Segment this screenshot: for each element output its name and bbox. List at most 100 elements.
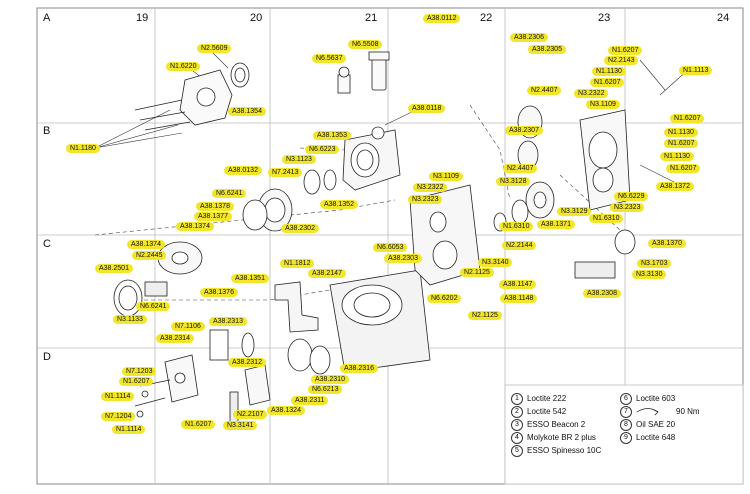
part-label: N2.1125 — [460, 268, 494, 277]
part-label: A38.1370 — [648, 239, 686, 248]
part-label: N3.1123 — [282, 155, 316, 164]
part-label: N1.6207 — [608, 46, 643, 55]
part-label: N1.1113 — [679, 66, 713, 75]
part-label: N1.6310 — [589, 214, 624, 223]
part-label: A38.1147 — [499, 280, 537, 289]
part-label: N6.6229 — [614, 192, 649, 201]
flange-assembly — [134, 62, 250, 131]
part-label: A38.1351 — [231, 274, 269, 283]
lower-assembly — [134, 329, 331, 423]
part-label: N1.6207 — [181, 420, 216, 429]
part-label: A38.2311 — [291, 396, 329, 405]
part-label: A38.2147 — [308, 269, 346, 278]
frame-border — [36, 7, 744, 485]
part-label: N3.3130 — [632, 270, 667, 279]
valve-body — [303, 126, 401, 195]
part-label: N6.6213 — [308, 385, 343, 394]
row-label-d: D — [43, 351, 51, 363]
part-label: N3.2322 — [574, 89, 609, 98]
part-label: A38.2302 — [281, 224, 319, 233]
part-label: A38.1354 — [228, 107, 266, 116]
part-label: N3.3128 — [496, 177, 531, 186]
part-label: N2.1125 — [468, 311, 502, 320]
part-label: N1.1130 — [660, 152, 694, 161]
part-label: N1.1130 — [592, 67, 626, 76]
part-label: A38.2307 — [505, 126, 543, 135]
part-label: N3.1703 — [637, 259, 672, 268]
row-label-c: C — [43, 238, 51, 250]
part-label: N1.1114 — [101, 392, 135, 401]
part-label: A38.0132 — [224, 166, 262, 175]
part-label: N1.6207 — [119, 377, 154, 386]
part-label: A38.1371 — [537, 220, 575, 229]
part-label: A38.1353 — [313, 131, 351, 140]
part-label: A38.1376 — [200, 288, 238, 297]
pump-housing — [329, 184, 481, 373]
col-label-20: 20 — [250, 12, 263, 24]
col-label-22: 22 — [480, 12, 493, 24]
part-label: A38.0118 — [408, 104, 446, 113]
part-label: A38.0112 — [423, 14, 461, 23]
part-label: N6.6241 — [212, 189, 247, 198]
part-label: N3.3140 — [478, 258, 513, 267]
part-label: N1.1180 — [66, 144, 100, 153]
col-label-19: 19 — [136, 12, 149, 24]
part-label: A38.1377 — [194, 212, 232, 221]
part-label: N1.6207 — [590, 78, 625, 87]
part-label: N7.2413 — [268, 168, 303, 177]
part-label: N1.6207 — [670, 114, 705, 123]
part-label: A38.2316 — [340, 364, 378, 373]
part-label: N6.6241 — [136, 302, 171, 311]
part-label: A38.2312 — [228, 358, 266, 367]
part-label: N1.6207 — [664, 139, 699, 148]
row-label-b: B — [43, 125, 51, 137]
part-label: A38.2314 — [156, 334, 194, 343]
part-label: N1.1130 — [664, 128, 698, 137]
part-label: N6.6223 — [305, 145, 340, 154]
part-label: N7.1204 — [101, 412, 136, 421]
part-label: N7.1106 — [171, 322, 205, 331]
part-label: N3.1109 — [586, 100, 620, 109]
part-label: N1.6220 — [166, 62, 201, 71]
part-label: A38.2308 — [583, 289, 621, 298]
part-label: N3.1109 — [429, 172, 463, 181]
part-label: A38.2305 — [528, 45, 566, 54]
part-label: N3.2322 — [413, 183, 448, 192]
bracket — [274, 281, 319, 333]
part-label: N2.4407 — [503, 164, 538, 173]
col-label-21: 21 — [365, 12, 378, 24]
part-label: A38.2313 — [209, 317, 247, 326]
part-label: A38.2501 — [95, 264, 133, 273]
part-label: A38.1378 — [196, 202, 234, 211]
part-label: A38.1374 — [176, 222, 214, 231]
gear-pump-left — [113, 188, 293, 317]
part-label: A38.2306 — [510, 33, 548, 42]
part-label: N3.2323 — [408, 195, 443, 204]
part-label: N2.2144 — [502, 241, 537, 250]
part-label: N2.2107 — [233, 410, 268, 419]
part-label: N1.1114 — [112, 425, 146, 434]
part-label: A38.1352 — [320, 200, 358, 209]
part-label: N3.1133 — [113, 315, 147, 324]
col-label-23: 23 — [598, 12, 611, 24]
part-label: A38.1374 — [127, 240, 165, 249]
part-label: N2.4407 — [527, 86, 562, 95]
sensor-part — [337, 51, 390, 94]
part-label: A38.1324 — [267, 406, 305, 415]
col-label-24: 24 — [717, 12, 730, 24]
row-label-a: A — [43, 12, 51, 24]
part-label: A38.2303 — [384, 254, 422, 263]
part-label: N3.2323 — [610, 203, 645, 212]
part-label: N1.1812 — [280, 259, 315, 268]
part-label: N6.6053 — [373, 243, 408, 252]
